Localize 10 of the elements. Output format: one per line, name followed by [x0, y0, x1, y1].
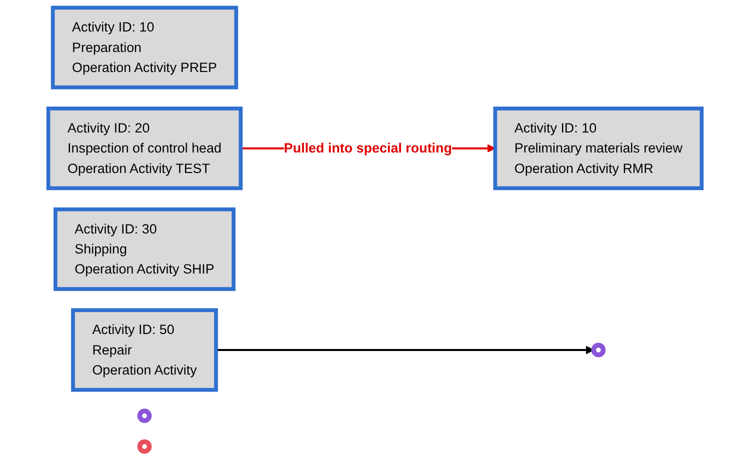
node-circle — [137, 439, 152, 454]
node-box: Activity ID: 20 Inspection of control head Operation Activity TEST — [46, 106, 243, 190]
node-box: Activity ID: 10 Preparation Operation Activity PREP — [50, 6, 238, 90]
node-circle — [137, 408, 152, 423]
node-box: Activity ID: 10 Preliminary materials review Operation Activity RMR — [493, 106, 704, 190]
node-box: Activity ID: 50 Repair Operation Activity — [71, 308, 218, 392]
edge-label: Pulled into special routing — [284, 140, 452, 156]
arrow — [216, 346, 594, 354]
node-box: Activity ID: 30 Shipping Operation Activity SHIP — [54, 207, 236, 291]
node-circle — [591, 342, 606, 358]
